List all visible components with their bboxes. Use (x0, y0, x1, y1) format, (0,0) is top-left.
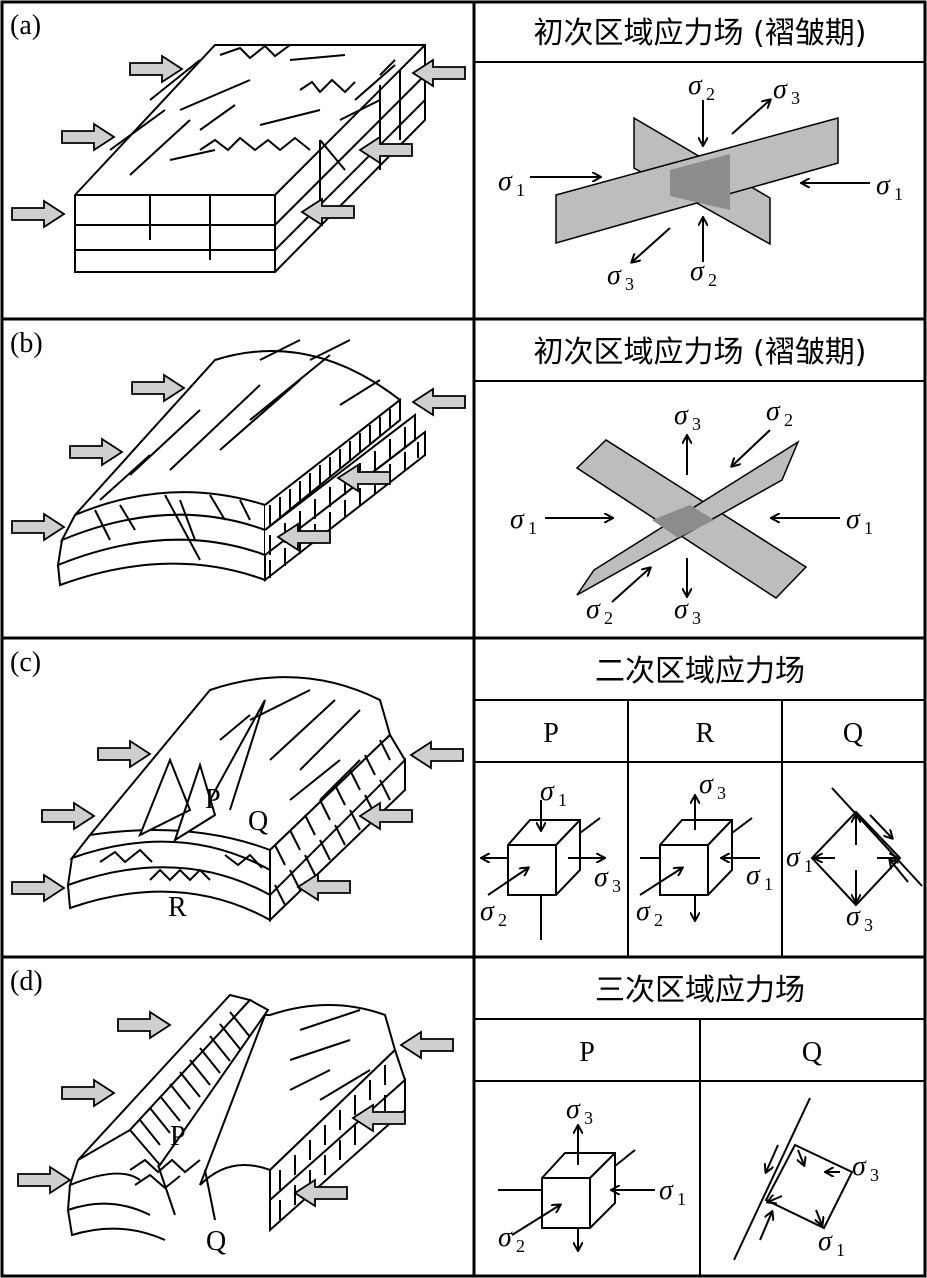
c-p-sigma1: σ (540, 776, 555, 807)
sub: 3 (791, 88, 800, 108)
sub: 1 (677, 1189, 686, 1209)
arrow-d-4-icon (400, 1031, 454, 1059)
b-sigma2-top: σ (766, 396, 781, 427)
panel-b-label: (b) (10, 328, 43, 359)
sub: 2 (784, 410, 793, 430)
sub: 3 (625, 274, 634, 294)
arrow-b-3-icon (11, 513, 65, 541)
col-c-q: Q (843, 718, 863, 749)
sub: 1 (528, 518, 537, 538)
c-q-shear-icon: σ 1 σ 3 (786, 787, 923, 935)
panel-a-block (74, 44, 426, 273)
panel-d-block (66, 993, 407, 1241)
sub: 2 (654, 910, 663, 930)
d-p-cube-icon: σ 3 σ 1 σ 2 (498, 1094, 686, 1256)
sub: 2 (706, 84, 715, 104)
sigma3-bottom: σ (607, 260, 622, 291)
arrow-a-3-icon (11, 200, 65, 228)
arrow-b-1-icon (131, 374, 185, 402)
c-p-sigma3: σ (594, 862, 609, 893)
col-c-r: R (696, 718, 715, 749)
c-p-sigma2: σ (480, 896, 495, 927)
sigma1-left: σ (498, 166, 513, 197)
panel-a-label: (a) (10, 10, 41, 41)
sub: 1 (836, 1240, 845, 1260)
c-r-sigma1: σ (746, 860, 761, 891)
sigma3-top: σ (773, 74, 788, 105)
arrow-c-4-icon (410, 741, 464, 769)
b-sigma3-bottom: σ (674, 594, 689, 625)
panel-b-header: 初次区域应力场 (褶皱期) (534, 335, 867, 370)
c-q-sigma1: σ (786, 842, 801, 873)
d-p-sigma1: σ (659, 1175, 674, 1206)
sub: 1 (804, 856, 813, 876)
sub: 2 (498, 910, 507, 930)
arrow-d-2-icon (61, 1079, 115, 1107)
panel-c-label: (c) (10, 647, 41, 678)
col-d-p: P (579, 1037, 595, 1068)
arrow-d-1-icon (117, 1011, 171, 1039)
sub: 3 (692, 414, 701, 434)
panel-d-header: 三次区域应力场 (595, 973, 805, 1008)
sub: 2 (604, 608, 613, 628)
sub: 3 (864, 915, 873, 935)
c-label-r: R (168, 892, 187, 923)
d-p-sigma2: σ (498, 1222, 513, 1253)
sub: 1 (764, 874, 773, 894)
arrow-c-3-icon (11, 874, 65, 902)
sub: 2 (708, 270, 717, 290)
sub: 3 (870, 1165, 879, 1185)
arrow-b-2-icon (69, 438, 123, 466)
d-label-p: P (170, 1121, 186, 1152)
c-label-q: Q (248, 806, 268, 837)
sub: 1 (516, 180, 525, 200)
arrow-d-3-icon (17, 1166, 71, 1194)
d-q-sigma1: σ (818, 1226, 833, 1257)
b-sigma3-top: σ (674, 400, 689, 431)
panel-c-block (66, 676, 407, 923)
arrow-b-4-icon (412, 388, 466, 416)
sigma2-bottom: σ (690, 256, 705, 287)
arrow-a-2-icon (61, 123, 115, 151)
sub: 3 (612, 876, 621, 896)
arrow-c-2-icon (41, 802, 95, 830)
d-q-shear-icon: σ 3 σ 1 (733, 1097, 879, 1261)
panel-b-block (56, 339, 426, 587)
c-q-sigma3: σ (846, 901, 861, 932)
c-r-cube-icon: σ 3 σ 1 σ 2 (636, 769, 773, 930)
panel-a-header: 初次区域应力场 (褶皱期) (534, 16, 867, 51)
sub: 3 (692, 608, 701, 628)
panel-b-stress: σ 1 σ 1 σ 3 σ 2 σ 2 σ 3 (510, 396, 873, 628)
c-r-sigma3: σ (699, 769, 714, 800)
b-sigma2-bottom: σ (586, 594, 601, 625)
b-sigma1-left: σ (510, 504, 525, 535)
d-label-q: Q (206, 1226, 226, 1257)
panel-a-stress: σ 1 σ 1 σ 2 σ 3 σ 3 σ 2 (498, 70, 903, 294)
sub: 3 (717, 783, 726, 803)
b-sigma1-right: σ (846, 504, 861, 535)
panel-c-header: 二次区域应力场 (595, 654, 805, 689)
d-q-sigma3: σ (852, 1151, 867, 1182)
d-p-sigma3: σ (566, 1094, 581, 1125)
panel-d-label: (d) (10, 966, 43, 997)
sigma1-right: σ (876, 170, 891, 201)
c-p-cube-icon: σ 1 σ 3 σ 2 (480, 776, 621, 940)
c-r-sigma2: σ (636, 896, 651, 927)
sub: 1 (894, 184, 903, 204)
arrow-a-1-icon (129, 55, 183, 83)
sigma2-top: σ (688, 70, 703, 101)
col-d-q: Q (802, 1037, 822, 1068)
arrow-c-1-icon (97, 740, 151, 768)
col-c-p: P (543, 718, 559, 749)
sub: 1 (558, 790, 567, 810)
sub: 2 (516, 1236, 525, 1256)
sub: 1 (864, 518, 873, 538)
c-label-p: P (205, 784, 221, 815)
sub: 3 (584, 1108, 593, 1128)
